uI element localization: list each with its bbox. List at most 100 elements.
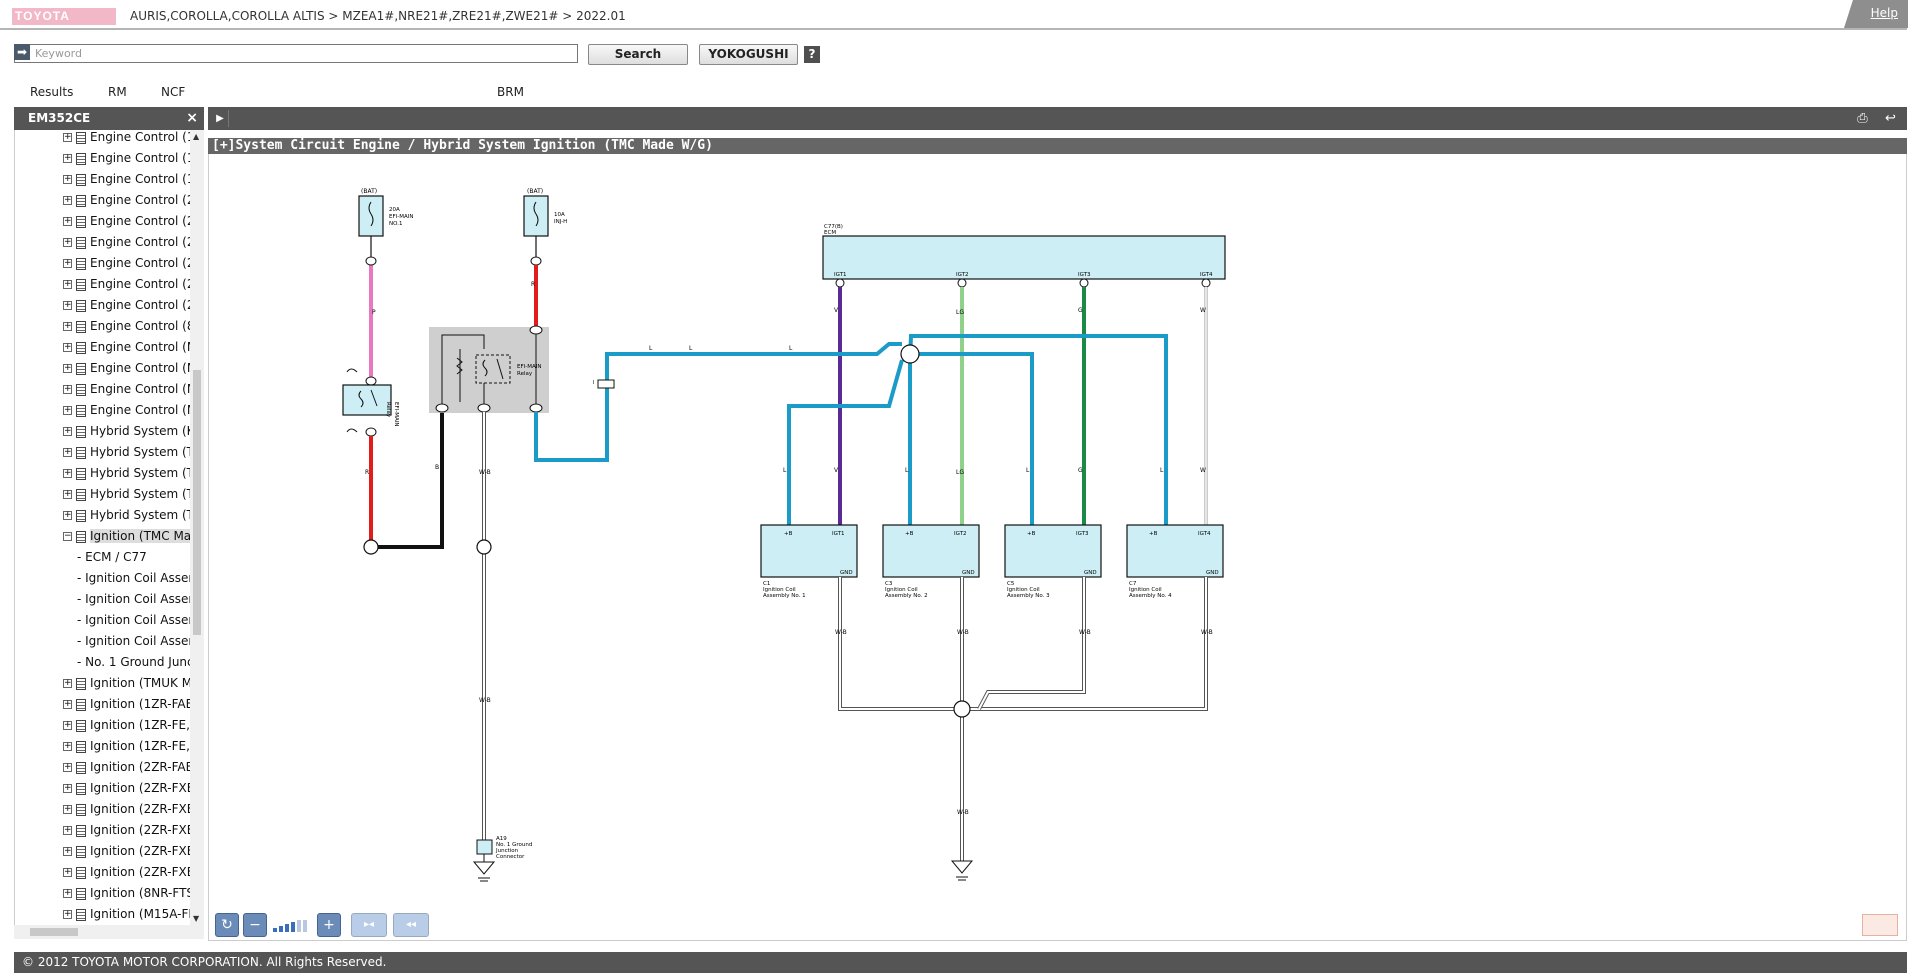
tree-item[interactable]: +Ignition (8NR-FTS [63,883,194,904]
close-icon[interactable]: × [186,110,198,126]
expand-icon[interactable]: + [63,279,72,289]
expand-icon[interactable]: + [63,258,72,268]
previous-page-icon[interactable]: ◂◂ [393,913,429,937]
first-page-icon[interactable]: ▸◂ [351,913,387,937]
search-input[interactable] [14,44,578,63]
zoom-in-icon[interactable]: + [317,913,341,937]
expand-icon[interactable]: + [63,384,72,394]
tree-item[interactable]: +Hybrid System (T [63,484,194,505]
page-title[interactable]: [+]System Circuit Engine / Hybrid System… [208,138,1907,154]
expand-panel-icon[interactable]: ▶ [212,110,229,127]
tree-item[interactable]: +Ignition (2ZR-FAE [63,757,193,778]
tree-item[interactable]: +Ignition (2ZR-FXE [63,841,194,862]
expand-icon[interactable]: + [63,804,72,814]
expand-icon[interactable]: + [63,489,72,499]
expand-icon[interactable]: + [63,762,72,772]
scroll-up-icon[interactable]: ▲ [193,132,200,141]
expand-icon[interactable]: + [63,720,72,730]
expand-icon[interactable]: + [63,342,72,352]
expand-icon[interactable]: + [63,153,72,163]
tab-rm[interactable]: RM [108,85,127,99]
zoom-level-indicator[interactable] [273,920,313,932]
tree-item[interactable]: +Engine Control (M [63,358,197,379]
tree-item[interactable]: +Hybrid System (K [63,421,195,442]
yokogushi-button[interactable]: YOKOGUSHI [699,44,798,65]
help-link[interactable]: Help [1870,6,1898,20]
tree-item[interactable]: - Ignition Coil Assem [77,610,200,631]
search-button[interactable]: Search [588,44,688,65]
tree-item[interactable]: +Engine Control (2 [63,295,194,316]
help-question-button[interactable]: ? [804,46,820,63]
tree-item[interactable]: +Engine Control (M [63,400,197,421]
tab-results[interactable]: Results [30,85,74,99]
expand-icon[interactable]: + [63,468,72,478]
expand-icon[interactable]: + [63,132,72,142]
tree-item[interactable]: +Ignition (2ZR-FXE [63,799,194,820]
tree-item[interactable]: +Hybrid System (T [63,505,194,526]
zoom-out-icon[interactable]: − [243,913,267,937]
tree-item[interactable]: +Ignition (1ZR-FAE [63,694,193,715]
collapse-icon[interactable]: − [63,531,72,541]
expand-icon[interactable]: + [63,237,72,247]
print-icon[interactable]: ⎙ [1857,111,1868,126]
tree-item[interactable]: +Engine Control (2 [63,274,194,295]
tree-item[interactable]: +Engine Control (1 [63,127,194,148]
relay1-name: EFI-MAIN [393,402,399,427]
expand-icon[interactable]: + [63,426,72,436]
tree-item[interactable]: +Engine Control (2 [63,232,194,253]
tree-item[interactable]: +Hybrid System (T [63,463,194,484]
tree-item[interactable]: - Ignition Coil Assem [77,568,200,589]
tree-item[interactable]: +Ignition (M15A-FI [63,904,192,925]
expand-icon[interactable]: + [63,195,72,205]
tree-item[interactable]: - Ignition Coil Assem [77,589,200,610]
expand-icon[interactable]: + [63,447,72,457]
expand-icon[interactable]: + [63,888,72,898]
tree-item[interactable]: −Ignition (TMC Ma [63,526,192,547]
expand-icon[interactable]: + [63,699,72,709]
tab-ncf[interactable]: NCF [161,85,186,99]
tree-horizontal-scrollbar[interactable] [14,925,204,939]
tree-scroll-thumb[interactable] [193,370,201,635]
tree-item[interactable]: +Engine Control (8 [63,316,194,337]
tree-item[interactable]: +Ignition (1ZR-FE, [63,715,190,736]
comment-icon[interactable] [1862,914,1898,936]
expand-icon[interactable]: + [63,867,72,877]
expand-icon[interactable]: + [63,678,72,688]
expand-icon[interactable]: + [63,363,72,373]
expand-icon[interactable]: + [63,405,72,415]
tree-item[interactable]: - No. 1 Ground Junct [77,652,198,673]
expand-icon[interactable]: + [63,783,72,793]
tree-item[interactable]: +Engine Control (2 [63,253,194,274]
refresh-icon[interactable]: ↻ [215,913,239,937]
expand-icon[interactable]: + [63,846,72,856]
tree-item[interactable]: +Engine Control (2 [63,211,194,232]
wire-label-l1: L [649,345,653,352]
tree-item[interactable]: +Ignition (2ZR-FXE [63,778,194,799]
tab-brm[interactable]: BRM [497,85,524,99]
ignition-coil-1: +B IGT1 GND C1 Ignition Coil Assembly No… [760,524,858,599]
tree-item[interactable]: +Engine Control (1 [63,169,194,190]
tree-item[interactable]: +Ignition (2ZR-FXE [63,862,194,883]
tree-item[interactable]: +Engine Control (1 [63,148,194,169]
expand-icon[interactable]: + [63,909,72,919]
expand-icon[interactable]: + [63,825,72,835]
expand-icon[interactable]: + [63,300,72,310]
scroll-down-icon[interactable]: ▼ [193,914,200,923]
tree-item[interactable]: +Engine Control (M [63,337,197,358]
tree-item[interactable]: +Ignition (TMUK M [63,673,192,694]
tree-item[interactable]: +Ignition (2ZR-FXE [63,820,194,841]
tree-item[interactable]: - ECM / C77 [77,547,147,568]
tree-item[interactable]: - Ignition Coil Assem [77,631,200,652]
tree-hscroll-thumb[interactable] [30,928,78,936]
tree-item[interactable]: +Ignition (1ZR-FE, [63,736,190,757]
tree-item[interactable]: +Engine Control (M [63,379,197,400]
expand-icon[interactable]: + [63,321,72,331]
tree-item[interactable]: +Hybrid System (T [63,442,194,463]
expand-icon[interactable]: + [63,741,72,751]
back-icon[interactable]: ↩ [1885,111,1896,126]
tree-vertical-scrollbar[interactable]: ▲ ▼ [190,130,204,925]
expand-icon[interactable]: + [63,216,72,226]
expand-icon[interactable]: + [63,510,72,520]
expand-icon[interactable]: + [63,174,72,184]
tree-item[interactable]: +Engine Control (2 [63,190,194,211]
